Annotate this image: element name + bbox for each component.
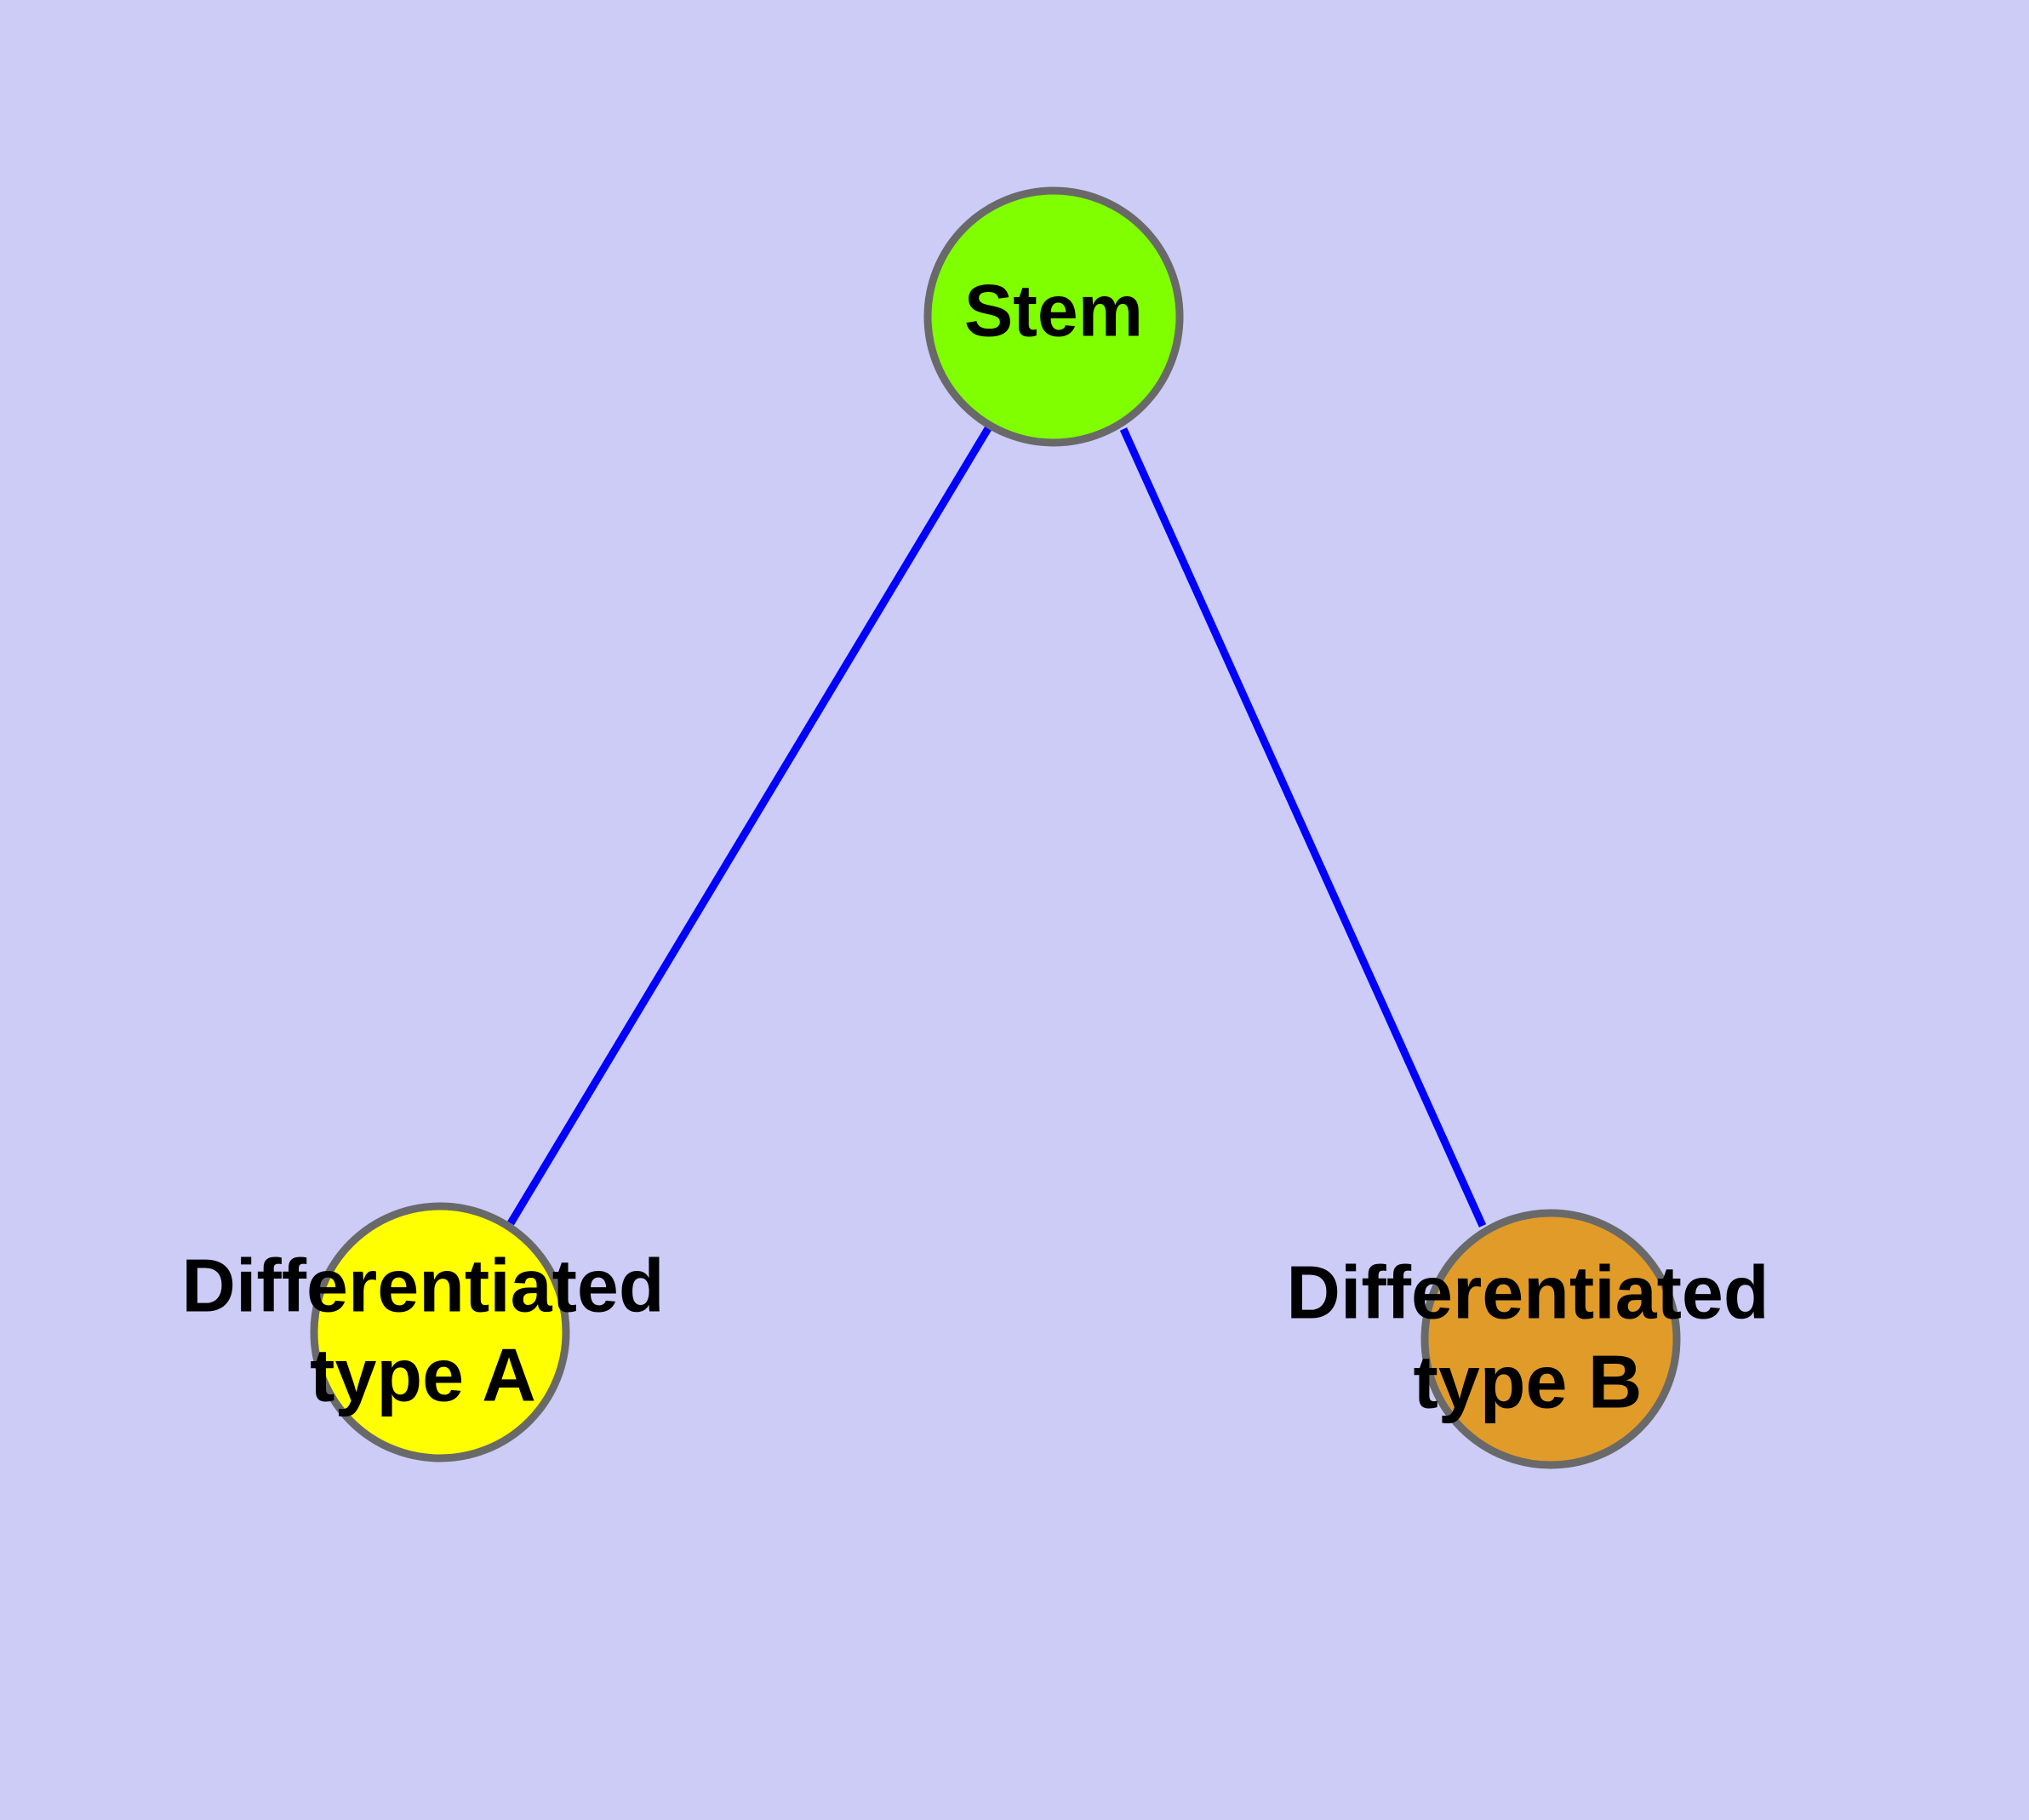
node-label-differentiated-type-b-line2: type B (1414, 1339, 1643, 1423)
node-layer (310, 186, 1681, 1469)
edge-stem-to-differentiated-type-a[interactable] (507, 423, 993, 1226)
edge-layer (507, 423, 1487, 1228)
node-label-differentiated-type-b: Differentiated type B (1286, 1250, 1769, 1423)
node-differentiated-type-b[interactable] (1420, 1209, 1681, 1469)
node-label-differentiated-type-a-line2: type A (310, 1332, 536, 1417)
node-label-differentiated-type-a: Differentiated type A (181, 1243, 664, 1417)
node-label-differentiated-type-b-line1: Differentiated (1286, 1250, 1769, 1334)
node-differentiated-type-a[interactable] (310, 1202, 570, 1462)
edge-stem-to-differentiated-type-b[interactable] (1119, 427, 1487, 1228)
label-layer: Stem Differentiated type A Differentiate… (181, 271, 1769, 1424)
node-label-stem: Stem (964, 271, 1143, 352)
node-label-differentiated-type-a-line1: Differentiated (181, 1243, 664, 1327)
node-stem[interactable] (923, 186, 1184, 447)
